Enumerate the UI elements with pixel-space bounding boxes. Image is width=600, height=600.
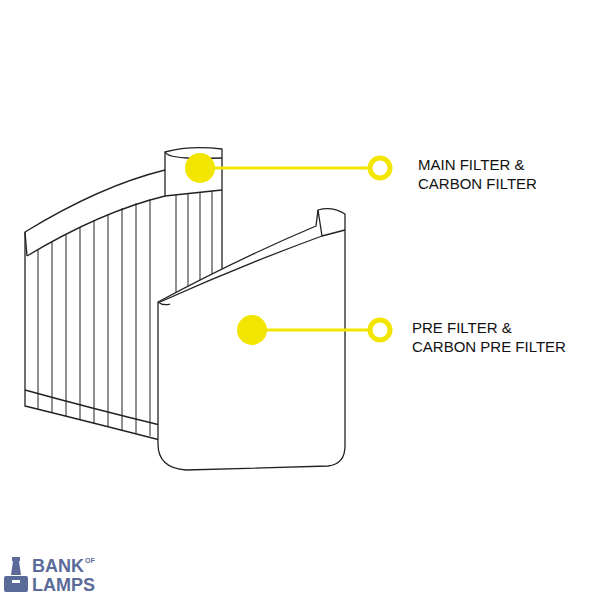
logo-text: BANK <box>32 556 84 576</box>
logo-text: OF <box>85 557 95 565</box>
part-label: MAIN FILTER & CARBON FILTER <box>418 155 568 193</box>
pre-filter <box>158 209 345 470</box>
logo-icon <box>4 557 28 592</box>
callout-markers <box>185 153 390 345</box>
part-label: PRE FILTER & CARBON PRE FILTER <box>412 318 574 356</box>
logo-text: LAMPS <box>32 575 95 595</box>
